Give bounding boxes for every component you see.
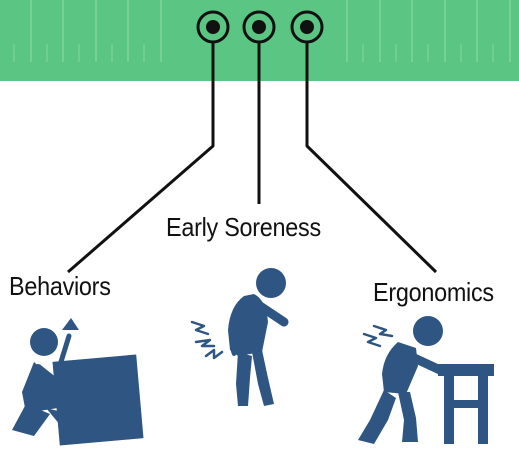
label-early-soreness: Early Soreness	[166, 212, 321, 242]
connector-nodes	[196, 10, 324, 44]
pain-spark-icon	[190, 320, 224, 360]
node-ergonomics	[290, 10, 324, 44]
pain-spark-icon	[362, 324, 394, 348]
back-pain-icon	[190, 268, 289, 406]
leaning-on-table-icon	[358, 316, 494, 444]
label-ergonomics: Ergonomics	[373, 277, 494, 307]
node-behaviors	[196, 10, 230, 44]
label-behaviors: Behaviors	[9, 271, 111, 301]
connector-line-behaviors	[67, 42, 215, 274]
connector-line-ergonomics	[305, 42, 438, 274]
lifting-box-icon	[12, 318, 144, 446]
node-early-soreness	[242, 10, 276, 44]
